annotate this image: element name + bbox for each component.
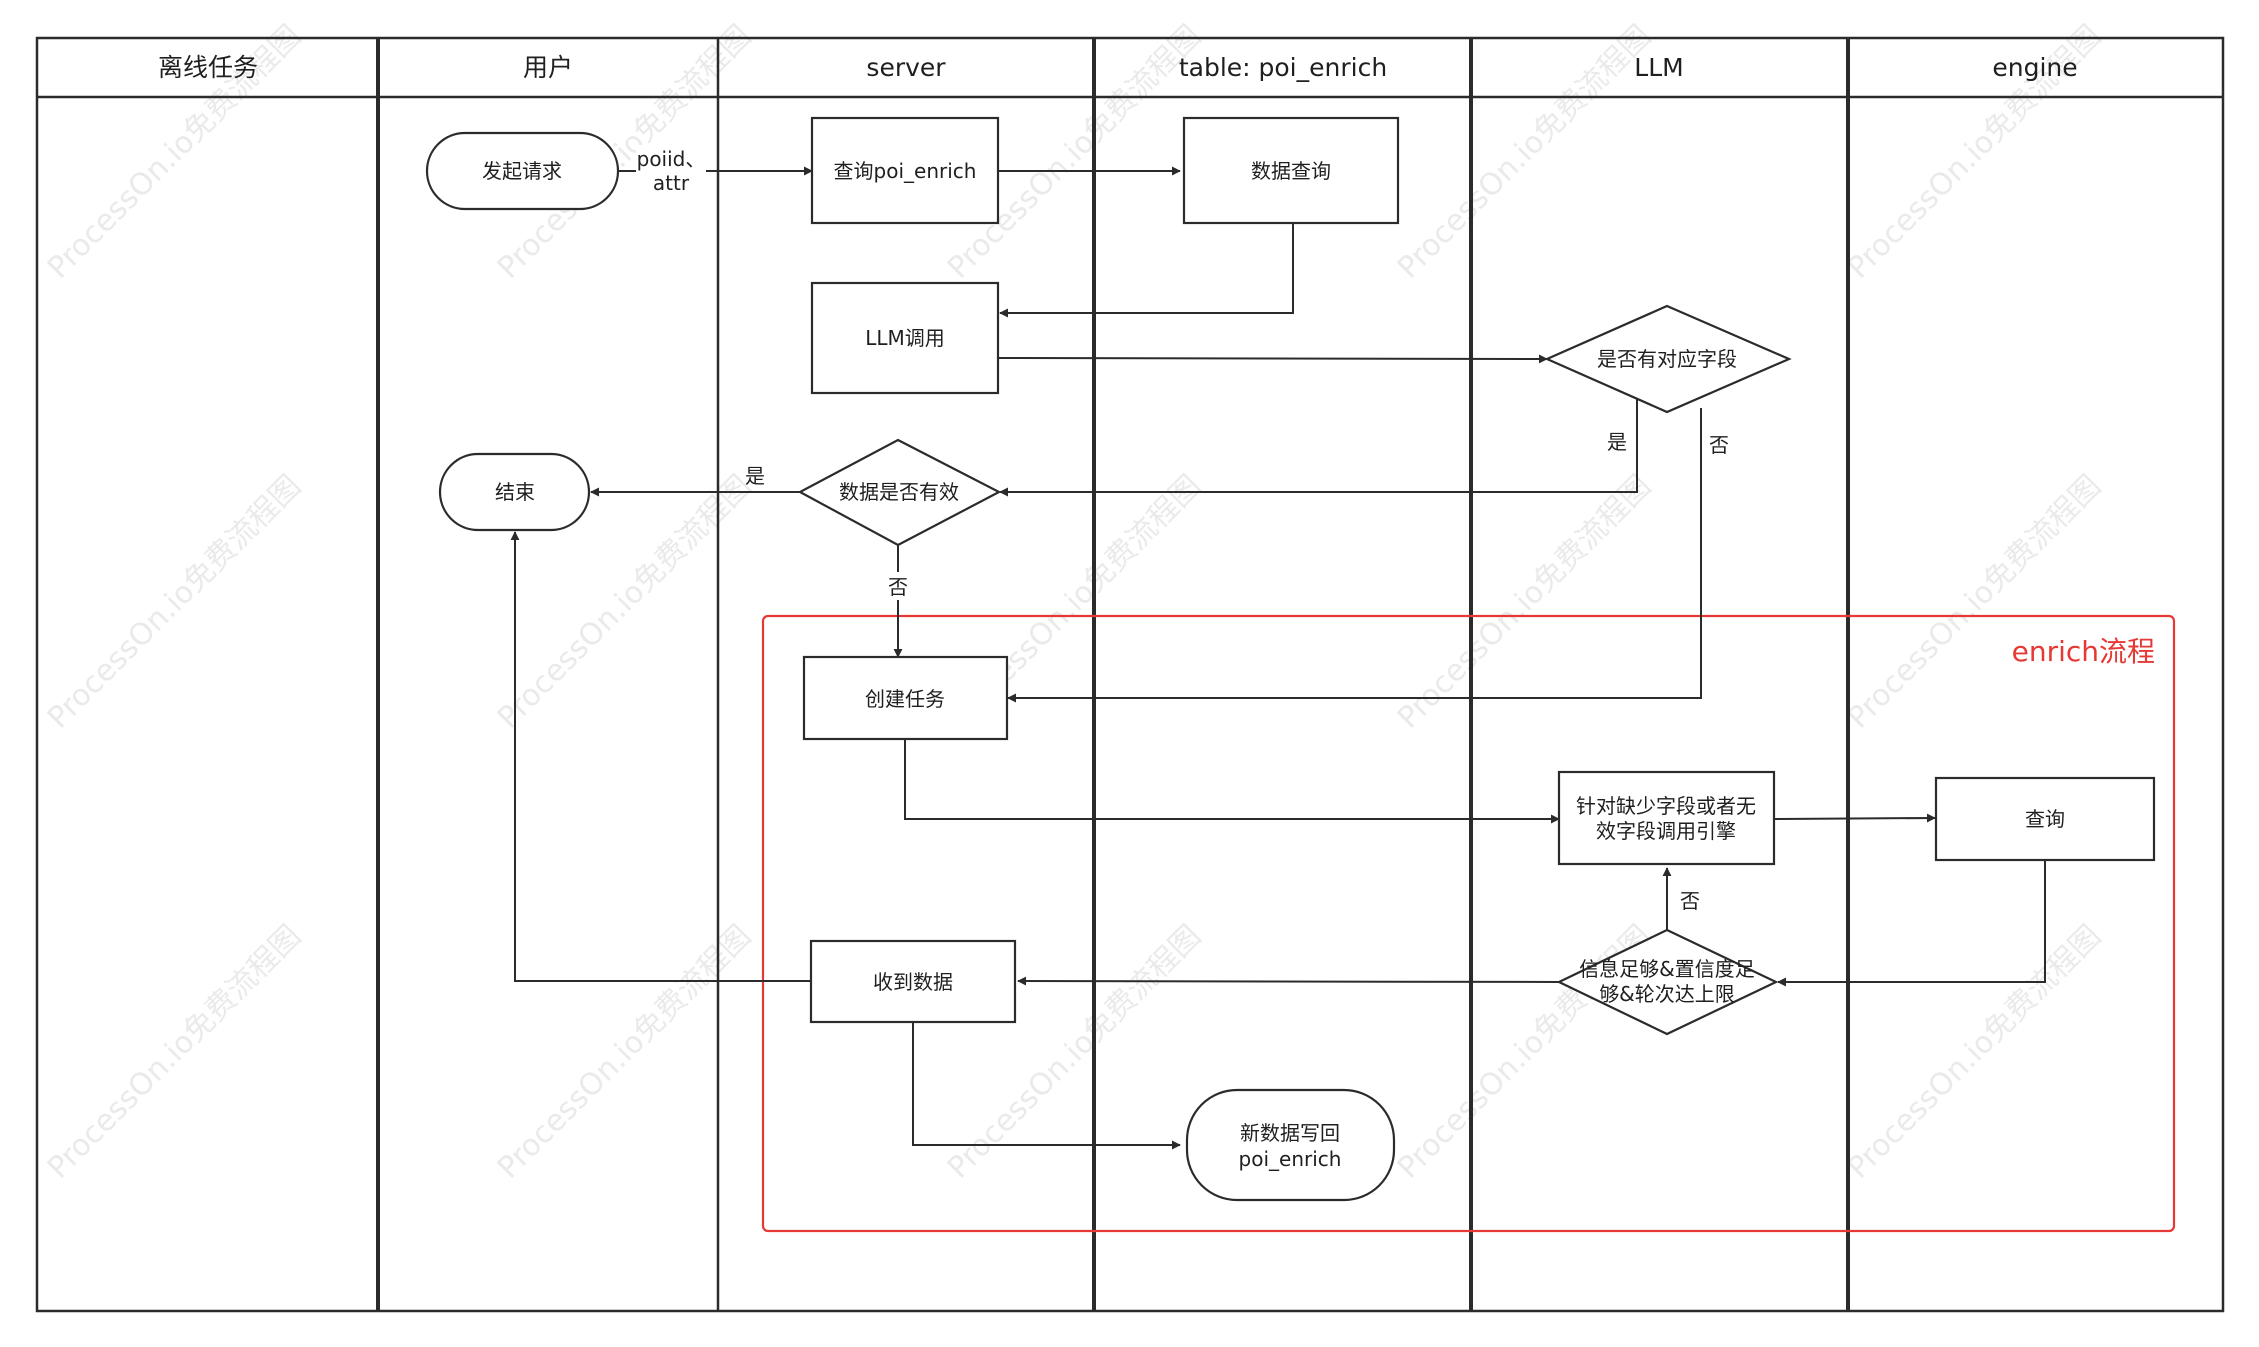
watermark-layer: ProcessOn.io免费流程图 ProcessOn.io免费流程图 Proces… — [41, 19, 2108, 1186]
edge-dataquery-to-llmcall — [999, 223, 1294, 318]
node-has-field-label: 是否有对应字段 — [1597, 347, 1737, 371]
lane-title-table: table: poi_enrich — [1179, 53, 1387, 82]
edges — [510, 166, 2046, 1150]
node-call-engine: 针对缺少字段或者无 效字段调用引擎 — [1557, 770, 1776, 866]
edge-receive-to-end — [510, 531, 811, 982]
lane-title-engine: engine — [1992, 53, 2077, 82]
enrich-group-frame — [761, 614, 2176, 1233]
lane-title-offline: 离线任务 — [158, 53, 258, 82]
edge-receive-to-writeback — [912, 1022, 1181, 1150]
node-data-valid-label: 数据是否有效 — [839, 480, 959, 504]
node-query-poi-label: 查询poi_enrich — [834, 159, 977, 183]
edge-label-hasfield-no: 否 — [1709, 433, 1729, 457]
edge-label-start-query-line2: attr — [653, 171, 690, 195]
node-data-query: 数据查询 — [1182, 116, 1400, 225]
watermark-text: ProcessOn.io免费流程图 — [41, 919, 308, 1186]
node-end: 结束 — [438, 452, 591, 532]
edge-labels: poiid、 attr 是 否 是 否 否 — [636, 145, 1729, 913]
node-engine-query: 查询 — [1934, 776, 2156, 862]
edge-llmcall-to-hasfield — [997, 354, 1548, 364]
node-engine-query-label: 查询 — [2025, 807, 2065, 831]
edge-label-hasfield-yes: 是 — [1607, 430, 1627, 454]
node-call-engine-label-line2: 效字段调用引擎 — [1596, 819, 1736, 843]
edge-label-valid-yes: 是 — [745, 464, 765, 488]
lane-frame — [35, 36, 2225, 1313]
node-start: 发起请求 — [425, 131, 620, 211]
watermark-text: ProcessOn.io免费流程图 — [1841, 469, 2108, 736]
node-call-engine-label-line1: 针对缺少字段或者无 — [1576, 794, 1756, 818]
node-data-query-label: 数据查询 — [1251, 159, 1331, 183]
watermark-text: ProcessOn.io免费流程图 — [1391, 469, 1658, 736]
edge-createtask-to-callengine — [904, 740, 1560, 824]
edge-label-start-query-line1: poiid、 — [637, 147, 706, 171]
node-create-task-label: 创建任务 — [865, 687, 945, 711]
node-start-label: 发起请求 — [482, 159, 562, 183]
edge-enginequery-to-infoenough — [1777, 860, 2046, 987]
node-write-back: 新数据写回 poi_enrich — [1185, 1088, 1396, 1202]
edge-hasfield-yes-to-valid — [999, 399, 1638, 497]
edge-infoenough-to-receive — [1017, 976, 1560, 986]
edge-label-infoenough-no: 否 — [1680, 889, 1700, 913]
watermark-text: ProcessOn.io免费流程图 — [1841, 919, 2108, 1186]
lane-title-llm: LLM — [1634, 53, 1683, 82]
node-info-enough-label-line1: 信息足够&置信度足 — [1579, 957, 1755, 981]
node-create-task: 创建任务 — [802, 655, 1009, 741]
watermark-text: ProcessOn.io免费流程图 — [41, 469, 308, 736]
edge-callengine-to-enginequery — [1774, 813, 1936, 823]
node-receive-data-label: 收到数据 — [873, 970, 953, 994]
node-llm-call: LLM调用 — [810, 281, 1000, 395]
edge-label-valid-no: 否 — [888, 575, 908, 599]
node-has-field: 是否有对应字段 — [1544, 304, 1792, 414]
node-query-poi: 查询poi_enrich — [810, 116, 1000, 225]
node-write-back-label-line2: poi_enrich — [1239, 1147, 1342, 1171]
lane-title-server: server — [866, 53, 946, 82]
node-info-enough-label-line2: 够&轮次达上限 — [1599, 982, 1735, 1006]
enrich-group-label: enrich流程 — [2012, 635, 2155, 668]
node-data-valid: 数据是否有效 — [797, 438, 1002, 547]
lane-title-user: 用户 — [523, 53, 573, 82]
node-llm-call-label: LLM调用 — [865, 326, 945, 350]
node-end-label: 结束 — [495, 480, 535, 504]
node-write-back-label-line1: 新数据写回 — [1240, 1121, 1340, 1145]
node-receive-data: 收到数据 — [809, 939, 1017, 1024]
node-info-enough: 信息足够&置信度足 够&轮次达上限 — [1556, 928, 1779, 1036]
edge-hasfield-no-to-createtask — [1007, 408, 1702, 703]
watermark-text: ProcessOn.io免费流程图 — [1391, 19, 1658, 286]
